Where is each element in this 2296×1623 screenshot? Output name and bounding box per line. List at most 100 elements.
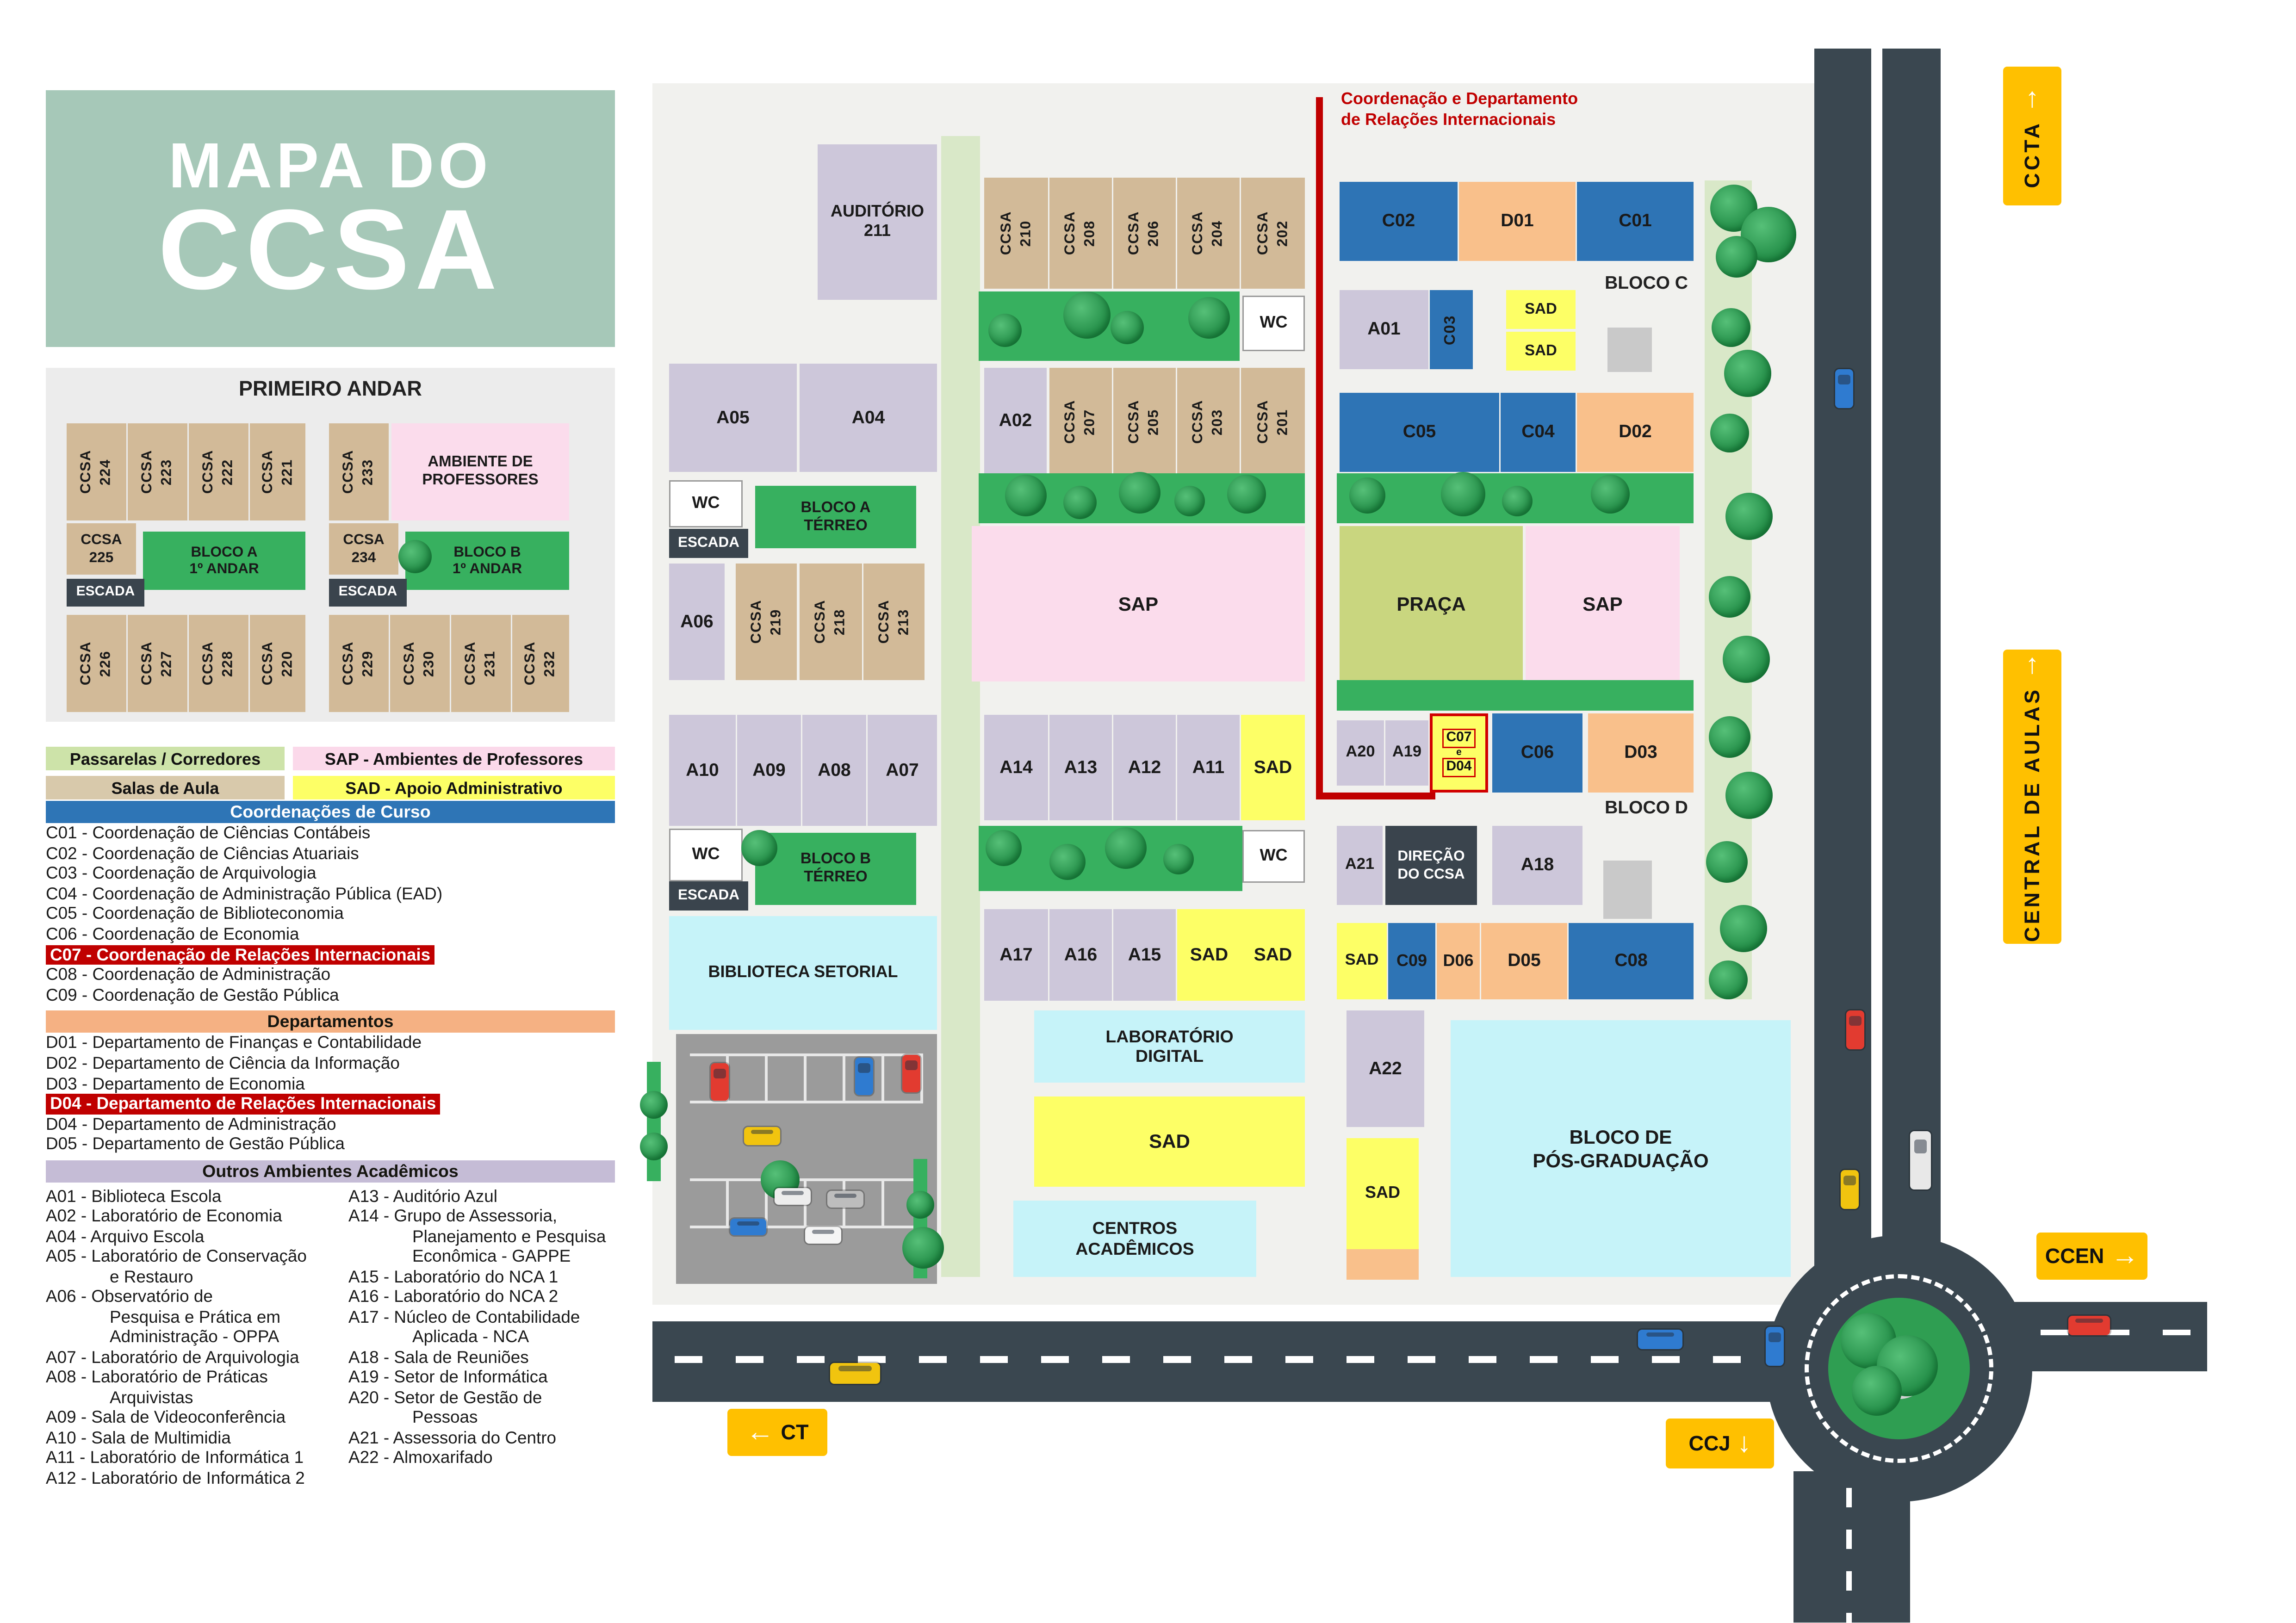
block-c03: C03 (1430, 290, 1473, 369)
block-bloco-b-1-andar: BLOCO B 1º ANDAR (405, 532, 569, 590)
block-label: D05 (1508, 949, 1541, 971)
block-label: SAD (1345, 952, 1379, 969)
block-label: CCSA 222 (200, 450, 237, 494)
block-label: CCSA 202 (1254, 211, 1291, 255)
block-a04: A04 (800, 364, 937, 472)
vehicle-icon (827, 1191, 863, 1208)
block-c06: C06 (1492, 713, 1582, 793)
tree-icon (1105, 827, 1147, 869)
vehicle-icon (730, 1219, 766, 1235)
map-title-box: MAPA DO CCSA (46, 90, 615, 347)
block-c02: C02 (1340, 182, 1458, 261)
block-a02: A02 (984, 368, 1047, 475)
block-bloco-b-t-rreo: BLOCO B TÉRREO (755, 833, 916, 905)
block-bloco-a-1-andar: BLOCO A 1º ANDAR (143, 532, 305, 590)
block-label: CCSA 213 (875, 600, 912, 644)
arrow-up-icon: ↑ (2025, 650, 2039, 681)
block-a20: A20 (1337, 720, 1384, 786)
block-label: A18 (1520, 854, 1554, 875)
sign-ccj: CCJ↓ (1666, 1419, 1774, 1468)
tree-icon (1712, 308, 1750, 347)
legend-swatch-classrooms: Salas de Aula (46, 776, 285, 799)
block-label: CCSA 203 (1190, 399, 1227, 444)
block-label: CCSA 226 (78, 641, 115, 686)
legend-item: A05 - Laboratório de Conservação e Resta… (46, 1247, 307, 1287)
block-ccsa-226: CCSA 226 (67, 615, 126, 712)
block-label: WC (1260, 845, 1288, 865)
vehicle-icon (1766, 1327, 1784, 1366)
block-dire-o-do-ccsa: DIREÇÃO DO CCSA (1385, 826, 1477, 905)
block-label: CENTROS ACADÊMICOS (1075, 1219, 1194, 1258)
tree-icon (1063, 486, 1097, 519)
block-ccsa-230: CCSA 230 (390, 615, 450, 712)
vehicle-icon (902, 1055, 920, 1092)
block-label: SAD (1190, 943, 1229, 964)
vehicle-icon (1638, 1330, 1682, 1349)
block-label: SAD (1253, 943, 1292, 964)
vehicle-icon (1835, 369, 1853, 408)
block-ccsa-222: CCSA 222 (189, 423, 248, 520)
route-line-vertical (1316, 97, 1323, 799)
legend-item: A07 - Laboratório de Arquivologia (46, 1347, 299, 1367)
block-label: A06 (680, 610, 714, 631)
block-d03: D03 (1588, 713, 1694, 793)
block-d06: D06 (1437, 923, 1480, 999)
legend-swatches: Passarelas / Corredores SAP - Ambientes … (46, 747, 615, 799)
block-label: A04 (851, 406, 885, 427)
block-c08: C08 (1569, 923, 1694, 999)
block-label: C08 (1614, 949, 1648, 971)
block-sad: SAD (1034, 1096, 1305, 1187)
block-label: CCSA 227 (139, 641, 176, 686)
legend-item: A15 - Laboratório do NCA 1 (348, 1267, 558, 1287)
block-ccsa-225: CCSA 225 (67, 523, 136, 575)
vehicle-icon (775, 1188, 811, 1205)
legend-item: C06 - Coordenação de Economia (46, 924, 299, 944)
block-bloco-d: BLOCO D (1524, 797, 1691, 819)
block-label: CCSA 208 (1062, 211, 1099, 255)
block-label: C04 (1521, 421, 1555, 442)
block-ccsa-210: CCSA 210 (984, 178, 1048, 289)
block-a08: A08 (802, 715, 866, 826)
road-dashes-ccj (1846, 1488, 1852, 1623)
block-laborat-rio-digital: LABORATÓRIO DIGITAL (1034, 1010, 1305, 1083)
block-a17: A17 (984, 909, 1048, 1001)
legend-item: A21 - Assessoria do Centro (348, 1428, 557, 1448)
block-ccsa-206: CCSA 206 (1113, 178, 1176, 289)
block-label: CCSA 210 (998, 211, 1034, 255)
block-sad: SAD (1347, 1138, 1419, 1249)
block-ccsa-203: CCSA 203 (1177, 368, 1240, 475)
block-label: CCSA 225 (81, 532, 122, 566)
block-ccsa-221: CCSA 221 (250, 423, 305, 520)
block-centros-acad-micos: CENTROS ACADÊMICOS (1013, 1201, 1256, 1277)
block-label: BLOCO D (1605, 797, 1688, 818)
tree-icon (902, 1227, 944, 1269)
block-ccsa-233: CCSA 233 (329, 423, 389, 520)
block-label: D01 (1501, 210, 1534, 231)
block-label: CCSA 231 (462, 641, 499, 686)
block-ccsa-227: CCSA 227 (128, 615, 187, 712)
vehicle-icon (711, 1063, 729, 1101)
block-a01: A01 (1340, 290, 1428, 369)
block-sap: SAP (972, 526, 1305, 681)
block-ccsa-229: CCSA 229 (329, 615, 389, 712)
block-ccsa-220: CCSA 220 (250, 615, 305, 712)
road-dashes-ccen (2041, 1330, 2204, 1335)
route-annotation: Coordenação e Departamento de Relações I… (1341, 89, 1578, 129)
block-label: D03 (1624, 741, 1657, 762)
block-label: C06 (1520, 741, 1554, 762)
block-label: A14 (999, 756, 1033, 777)
block-label: CCSA 233 (340, 450, 377, 494)
legend-item: A22 - Almoxarifado (348, 1448, 493, 1468)
block-a15: A15 (1113, 909, 1176, 1001)
block-label: SAD (1525, 342, 1557, 359)
block-label: BLOCO B 1º ANDAR (452, 544, 522, 577)
block-ccsa-234: CCSA 234 (329, 523, 398, 575)
block-d05: D05 (1481, 923, 1567, 999)
block-ccsa-201: CCSA 201 (1241, 368, 1305, 475)
block-label: CCSA 234 (343, 532, 385, 566)
block-a13: A13 (1049, 715, 1112, 820)
block-label: CCSA 219 (748, 600, 784, 644)
block-label: AUDITÓRIO 211 (830, 201, 925, 240)
block-label: CCSA 206 (1126, 211, 1163, 255)
block-bloco-a-t-rreo: BLOCO A TÉRREO (755, 486, 916, 548)
